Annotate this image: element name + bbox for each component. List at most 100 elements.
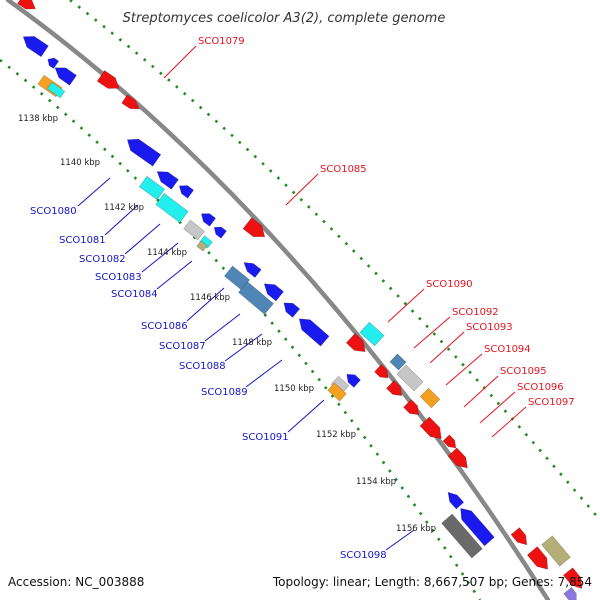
gene-reverse bbox=[263, 283, 284, 302]
reverse-label-leader bbox=[77, 177, 111, 207]
forward-gene-label: SCO1096 bbox=[517, 382, 564, 393]
gene-reverse bbox=[283, 302, 301, 318]
gene-forward bbox=[563, 586, 577, 600]
reverse-gene-label: SCO1087 bbox=[159, 341, 206, 352]
gene-reverse bbox=[327, 382, 347, 402]
gene-reverse bbox=[46, 81, 66, 99]
gene-reverse bbox=[243, 262, 262, 278]
gene-reverse bbox=[213, 226, 227, 239]
forward-gene-label: SCO1092 bbox=[452, 307, 499, 318]
reverse-gene-label: SCO1081 bbox=[59, 235, 106, 246]
gene-reverse bbox=[47, 57, 60, 69]
gene-forward bbox=[389, 353, 407, 371]
gene-forward bbox=[541, 535, 571, 567]
gene-forward bbox=[447, 447, 468, 469]
gene-forward bbox=[403, 399, 420, 416]
forward-label-leader bbox=[163, 45, 197, 79]
gene-forward bbox=[419, 387, 441, 409]
gene-reverse bbox=[460, 508, 495, 547]
gene-reverse bbox=[22, 36, 49, 58]
reverse-label-leader bbox=[245, 359, 283, 388]
accession-text: Accession: NC_003888 bbox=[8, 575, 144, 589]
gene-reverse bbox=[178, 185, 195, 199]
gene-reverse bbox=[447, 491, 465, 510]
gene-forward bbox=[442, 434, 457, 449]
forward-label-leader bbox=[491, 406, 527, 438]
reverse-gene-label: SCO1084 bbox=[111, 289, 158, 300]
kbp-tick-label: 1146 kbp bbox=[190, 293, 230, 303]
reverse-gene-label: SCO1088 bbox=[179, 361, 226, 372]
kbp-tick-label: 1154 kbp bbox=[356, 477, 396, 487]
reverse-gene-label: SCO1082 bbox=[79, 254, 126, 265]
forward-gene-label: SCO1085 bbox=[320, 164, 367, 175]
reverse-gene-label: SCO1091 bbox=[242, 432, 289, 443]
backbone-line bbox=[5, 0, 551, 600]
tick-line-forward-outer bbox=[69, 0, 600, 521]
forward-label-leader bbox=[285, 173, 319, 206]
forward-label-leader bbox=[429, 331, 465, 364]
gene-forward bbox=[121, 94, 140, 110]
kbp-tick-label: 1144 kbp bbox=[147, 248, 187, 258]
forward-gene-label: SCO1079 bbox=[198, 36, 245, 47]
forward-label-leader bbox=[463, 375, 499, 408]
reverse-label-leader bbox=[224, 333, 263, 362]
gene-forward bbox=[359, 321, 385, 347]
forward-gene-label: SCO1090 bbox=[426, 279, 473, 290]
gene-reverse bbox=[155, 192, 189, 224]
gene-forward bbox=[345, 332, 366, 353]
forward-gene-label: SCO1093 bbox=[466, 322, 513, 333]
gene-reverse bbox=[54, 67, 77, 86]
reverse-gene-label: SCO1089 bbox=[201, 387, 248, 398]
gene-forward bbox=[17, 0, 36, 10]
gene-reverse bbox=[199, 235, 213, 249]
kbp-tick-label: 1150 kbp bbox=[274, 384, 314, 394]
gene-forward bbox=[419, 416, 442, 439]
forward-gene-label: SCO1097 bbox=[528, 397, 575, 408]
reverse-label-leader bbox=[156, 260, 193, 290]
dna-backbone bbox=[5, 0, 551, 600]
forward-gene-label: SCO1094 bbox=[484, 344, 531, 355]
reverse-label-leader bbox=[204, 313, 241, 342]
reverse-label-leader bbox=[385, 529, 415, 551]
gene-reverse bbox=[183, 219, 205, 241]
reverse-label-leader bbox=[186, 287, 225, 322]
kbp-tick-label: 1142 kbp bbox=[104, 203, 144, 213]
map-title: Streptomyces coelicolor A3(2), complete … bbox=[123, 11, 446, 26]
kbp-tick-label: 1148 kbp bbox=[232, 338, 272, 348]
topology-summary: Topology: linear; Length: 8,667,507 bp; … bbox=[272, 575, 592, 589]
gene-reverse bbox=[238, 281, 274, 315]
forward-label-leader bbox=[445, 353, 483, 386]
label-leader-lines bbox=[77, 45, 527, 551]
gene-features bbox=[17, 0, 583, 600]
text-labels: 1138 kbp 1140 kbp 1142 kbp 1144 kbp 1146 kbp… bbox=[18, 36, 575, 561]
gene-reverse bbox=[201, 213, 217, 227]
gene-reverse bbox=[346, 373, 361, 388]
kbp-tick-label: 1156 kbp bbox=[396, 524, 436, 534]
gene-reverse bbox=[196, 240, 208, 252]
reverse-label-leader bbox=[104, 204, 139, 236]
gene-reverse bbox=[156, 171, 179, 190]
gene-forward bbox=[374, 364, 389, 379]
kbp-tick-label: 1140 kbp bbox=[60, 158, 100, 168]
forward-label-leader bbox=[413, 316, 451, 349]
gene-forward bbox=[385, 380, 403, 396]
reverse-gene-label: SCO1098 bbox=[340, 550, 387, 561]
kbp-tick-label: 1138 kbp bbox=[18, 114, 58, 124]
forward-label-leader bbox=[387, 288, 425, 323]
gene-forward bbox=[96, 70, 120, 89]
reverse-label-leader bbox=[141, 242, 179, 273]
gene-reverse bbox=[126, 138, 162, 167]
gene-forward bbox=[396, 364, 424, 392]
gene-reverse bbox=[298, 318, 330, 347]
gene-forward bbox=[526, 546, 549, 570]
reverse-gene-label: SCO1083 bbox=[95, 272, 142, 283]
gene-forward bbox=[510, 527, 528, 546]
gene-reverse bbox=[441, 513, 483, 559]
reverse-label-leader bbox=[287, 399, 325, 433]
gene-reverse bbox=[138, 175, 166, 201]
gene-forward bbox=[242, 217, 266, 238]
reverse-gene-label: SCO1080 bbox=[30, 206, 77, 217]
reverse-gene-label: SCO1086 bbox=[141, 321, 188, 332]
